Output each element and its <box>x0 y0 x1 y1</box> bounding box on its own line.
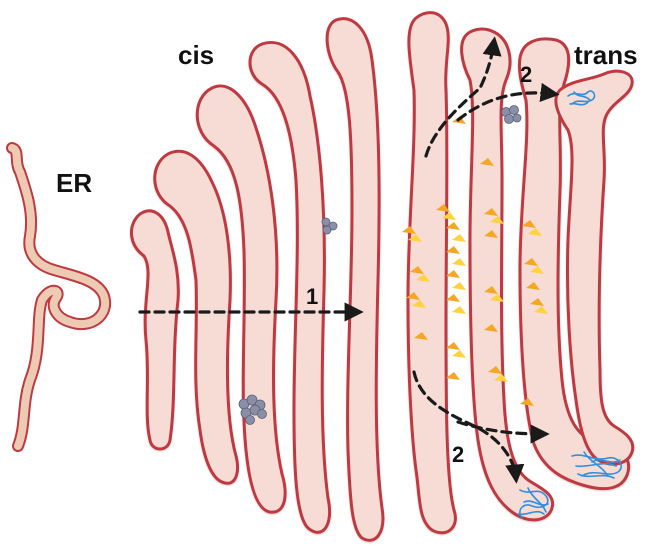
cisterna-1 <box>131 211 178 449</box>
cargo-aggregate-icon <box>322 218 337 234</box>
trans-label: trans <box>574 40 638 70</box>
cargo-aggregate-icon <box>502 106 522 124</box>
cisternae-stack <box>131 13 632 541</box>
arrow-2-bottom-label: 2 <box>452 442 464 467</box>
arrow-1-label: 1 <box>306 284 318 309</box>
arrow-2-top-label: 2 <box>520 62 532 87</box>
er-label: ER <box>56 168 92 198</box>
cisterna-5 <box>327 19 383 541</box>
cis-label: cis <box>178 40 214 70</box>
